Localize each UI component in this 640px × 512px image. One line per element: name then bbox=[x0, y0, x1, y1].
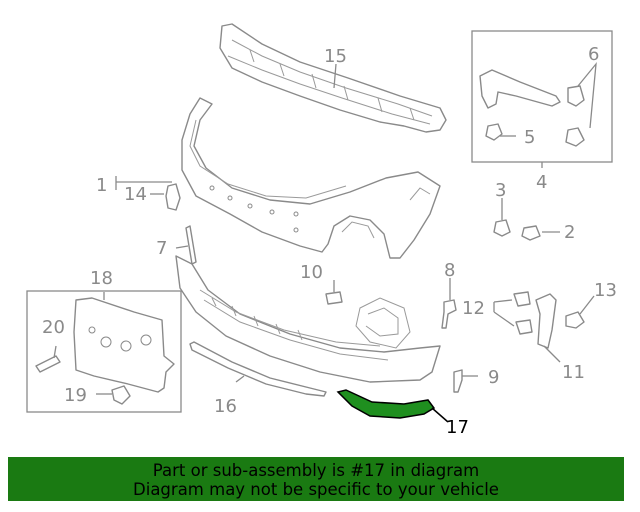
callout-16: 16 bbox=[214, 396, 237, 417]
part-info-banner: Part or sub-assembly is #17 in diagram D… bbox=[8, 457, 624, 501]
callout-10: 10 bbox=[300, 262, 323, 283]
part-14-clip bbox=[165, 183, 181, 211]
callout-1: 1 bbox=[96, 175, 107, 196]
callout-17: 17 bbox=[446, 417, 469, 438]
part-7-bracket bbox=[185, 225, 197, 265]
callout-13: 13 bbox=[594, 280, 617, 301]
part-16-lower-molding bbox=[189, 341, 327, 397]
callout-7: 7 bbox=[156, 238, 167, 259]
part-17-highlighted bbox=[336, 389, 436, 419]
banner-line-2: Diagram may not be specific to your vehi… bbox=[133, 480, 499, 499]
callout-18: 18 bbox=[90, 268, 113, 289]
fasteners bbox=[325, 219, 585, 393]
part-1-bumper-fascia bbox=[181, 97, 441, 259]
callout-5: 5 bbox=[524, 127, 535, 148]
parts-box-18 bbox=[26, 290, 182, 413]
callout-2: 2 bbox=[564, 222, 575, 243]
part-15-energy-absorber bbox=[219, 23, 447, 133]
callout-3: 3 bbox=[495, 180, 506, 201]
callout-19: 19 bbox=[64, 385, 87, 406]
callout-14: 14 bbox=[124, 184, 147, 205]
callout-8: 8 bbox=[444, 260, 455, 281]
banner-line-1: Part or sub-assembly is #17 in diagram bbox=[152, 461, 480, 480]
callout-9: 9 bbox=[488, 367, 499, 388]
callout-20: 20 bbox=[42, 317, 65, 338]
callout-12: 12 bbox=[462, 298, 485, 319]
callout-4: 4 bbox=[536, 172, 547, 193]
leader-lines bbox=[53, 63, 595, 423]
callout-6: 6 bbox=[588, 44, 599, 65]
callout-15: 15 bbox=[324, 46, 347, 67]
lower-fascia bbox=[175, 255, 441, 383]
callout-11: 11 bbox=[562, 362, 585, 383]
callout-labels: 15 1 14 7 10 8 9 2 3 4 5 6 12 11 13 16 1… bbox=[42, 44, 617, 438]
parts-box-4 bbox=[471, 30, 613, 163]
